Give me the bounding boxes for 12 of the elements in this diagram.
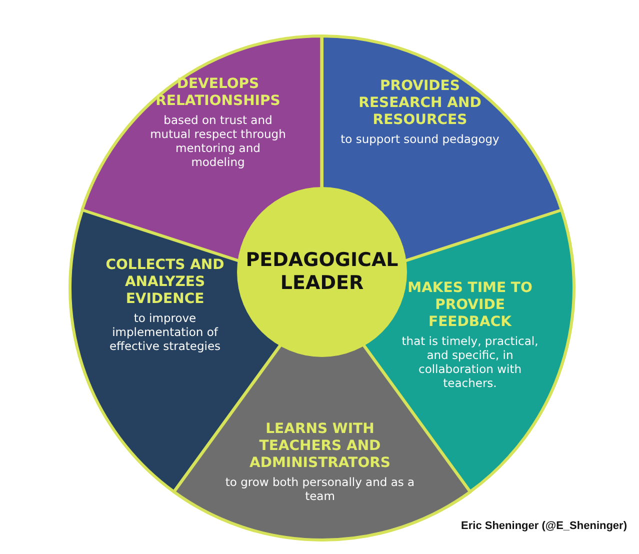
segment-heading: PEDAGOGICAL LEADER bbox=[244, 249, 400, 295]
segment-heading: PROVIDES RESEARCH AND RESOURCES bbox=[358, 78, 482, 129]
credit-note: Eric Sheninger (@E_Sheninger) bbox=[461, 520, 627, 532]
segment-heading: DEVELOPS RELATIONSHIPS bbox=[154, 76, 282, 110]
segment-heading: COLLECTS AND ANALYZES EVIDENCE bbox=[104, 256, 226, 308]
segment-description: to grow both personally and as a team bbox=[224, 475, 415, 503]
segment-description: to support sound pedagogy bbox=[340, 132, 500, 146]
segment-description: to improve implementation of effective strategies bbox=[108, 310, 222, 353]
segment-heading: MAKES TIME TO PROVIDE FEEDBACK bbox=[406, 280, 534, 331]
segment-heading: LEARNS WITH TEACHERS AND ADMINISTRATORS bbox=[248, 421, 392, 472]
segment-description: that is timely, practical, and specific, in collaboration with teachers. bbox=[400, 334, 540, 390]
segment-description: based on trust and mutual respect through mentoring and modeling bbox=[149, 112, 287, 168]
